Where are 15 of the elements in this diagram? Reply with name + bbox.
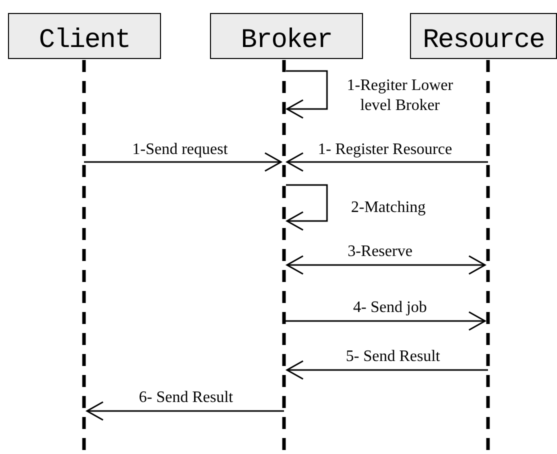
message-arrow [86,401,284,421]
message-label: 4- Send job [352,298,428,318]
message-arrow [286,255,486,275]
participant-box: Resource [410,13,557,59]
message-arrow [286,152,488,172]
participant-box: Client [8,13,161,59]
self-message-arrow [286,70,328,119]
message-label: 2-Matching [350,198,427,218]
message-arrow [84,152,282,172]
message-arrow [286,360,488,380]
message-label: 1-Send request [131,140,229,160]
participant-box: Broker [210,13,363,59]
self-message-arrow [286,184,328,231]
message-arrow [284,311,486,331]
message-label: 1- Register Resource [316,140,454,160]
